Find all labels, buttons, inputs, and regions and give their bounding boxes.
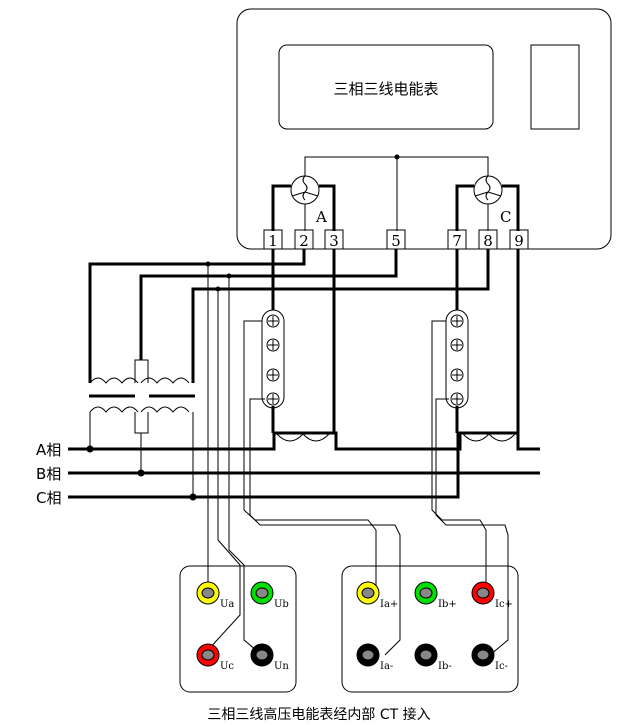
voltage-ua-jack-core xyxy=(201,587,215,599)
meter-title: 三相三线电能表 xyxy=(333,80,438,98)
voltage-uc-jack-core xyxy=(201,649,215,661)
current-1-label: Ib+ xyxy=(438,599,457,610)
wire-term8 xyxy=(191,249,490,383)
element-c-label: C xyxy=(500,208,511,226)
element-a: A xyxy=(271,175,336,231)
current-0-jack-core xyxy=(361,587,375,599)
current-5-label: Ic- xyxy=(495,661,508,672)
phase-a-label: A相 xyxy=(36,441,61,459)
test-switch-c xyxy=(445,309,469,409)
element-c: C xyxy=(455,175,520,231)
svg-text:8: 8 xyxy=(483,232,493,250)
svg-text:2: 2 xyxy=(299,232,309,250)
svg-text:3: 3 xyxy=(329,232,339,250)
voltage-transformers xyxy=(89,359,195,497)
current-3-label: Ia- xyxy=(380,661,393,672)
current-1-jack-core xyxy=(419,587,433,599)
current-5-jack-core xyxy=(476,649,490,661)
diagram-caption: 三相三线高压电能表经内部 CT 接入 xyxy=(207,706,430,723)
voltage-ub-label: Ub xyxy=(274,599,289,610)
wire-term2 xyxy=(88,249,306,383)
current-4-label: Ib- xyxy=(438,661,452,672)
current-4-jack-core xyxy=(419,649,433,661)
wire-term5 xyxy=(139,249,398,360)
current-3-jack-core xyxy=(361,649,375,661)
test-switch-a xyxy=(261,309,285,409)
voltage-test-box xyxy=(179,565,297,693)
voltage-ub-jack-core xyxy=(255,587,269,599)
voltage-un-label: Un xyxy=(274,661,289,672)
meter-body xyxy=(236,8,612,250)
meter-display xyxy=(278,44,494,130)
svg-text:1: 1 xyxy=(268,232,278,250)
current-0-label: Ia+ xyxy=(380,599,398,610)
phase-c-label: C相 xyxy=(36,489,61,507)
voltage-un-jack-core xyxy=(255,649,269,661)
svg-text:9: 9 xyxy=(514,232,524,250)
phase-a-line xyxy=(68,431,540,451)
current-2-label: Ic+ xyxy=(495,599,513,610)
ct-c xyxy=(462,433,516,442)
current-2-jack-core xyxy=(476,587,490,599)
voltage-uc-label: Uc xyxy=(220,661,234,672)
voltage-ua-label: Ua xyxy=(220,599,234,610)
ct-a xyxy=(276,433,330,442)
svg-text:5: 5 xyxy=(391,232,401,250)
phase-b-label: B相 xyxy=(36,465,61,483)
svg-text:7: 7 xyxy=(452,232,462,250)
terminal-block: 1 2 3 5 7 8 9 xyxy=(263,229,529,250)
element-a-label: A xyxy=(315,208,327,226)
current-test-box xyxy=(341,565,519,693)
meter-window xyxy=(530,44,580,130)
phase-c-line xyxy=(68,433,460,499)
